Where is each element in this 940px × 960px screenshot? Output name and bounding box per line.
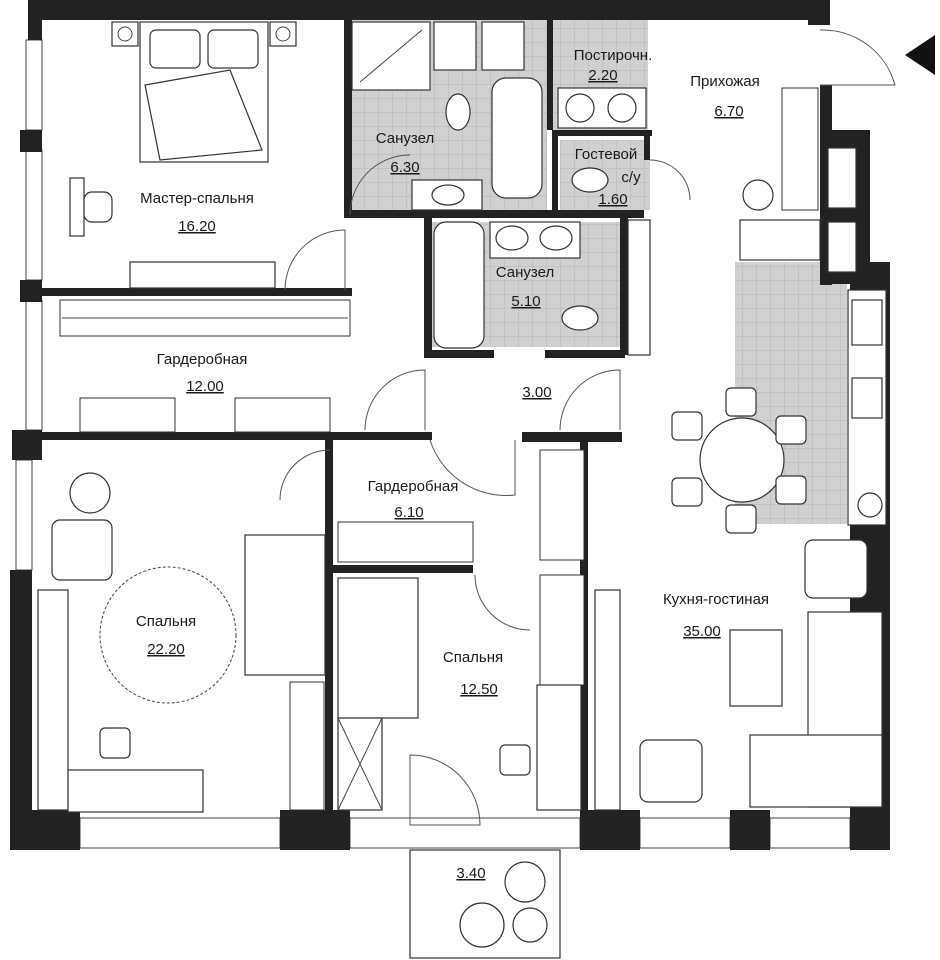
wardrobe-racks [59,87,819,811]
room-area-bedroom-1: 22.20 [147,641,185,658]
room-area-master-bedroom: 16.20 [178,218,216,235]
room-area-guest-wc: 1.60 [598,191,627,208]
room-name-bedroom-2: Спальня [443,649,503,666]
room-name-bathroom-1: Санузел [376,130,434,147]
doors [279,29,896,826]
room-name-laundry: Постирочн. [574,47,653,64]
hallway-furniture [739,147,857,273]
windows [15,39,851,849]
room-area-bathroom-1: 6.30 [390,159,419,176]
room-name-wardrobe-2: Гардеробная [368,478,459,495]
room-name-master-bedroom: Мастер-спальня [140,190,254,207]
kitchen-furniture [627,219,887,534]
balcony [409,849,561,959]
room-name-kitchen-living: Кухня-гостиная [663,591,769,608]
room-area-bathroom-2: 5.10 [511,293,540,310]
bedroom-furniture [37,472,582,813]
room-name-wardrobe-1: Гардеробная [157,351,248,368]
master-bedroom-furniture [69,21,297,289]
room-area-wardrobe-1: 12.00 [186,378,224,395]
room-area-hallway: 6.70 [714,103,743,120]
room-area-laundry: 2.20 [588,67,617,84]
room-name-bedroom-1: Спальня [136,613,196,630]
room-name-hallway: Прихожая [690,73,760,90]
room-area-wardrobe-2: 6.10 [394,504,423,521]
room-labels: Мастер-спальня 16.20 Санузел 6.30 Постир… [136,47,769,882]
bathroom-fixtures [351,21,647,349]
room-area-corridor: 3.00 [522,384,551,401]
room-name-guest-wc-line2: с/у [621,169,641,186]
room-area-bedroom-2: 12.50 [460,681,498,698]
entrance-arrow-icon [905,35,935,75]
room-name-bathroom-2: Санузел [496,264,554,281]
living-furniture [594,539,883,811]
room-name-guest-wc-line1: Гостевой [575,146,638,163]
room-area-balcony: 3.40 [456,865,485,882]
room-area-kitchen-living: 35.00 [683,623,721,640]
